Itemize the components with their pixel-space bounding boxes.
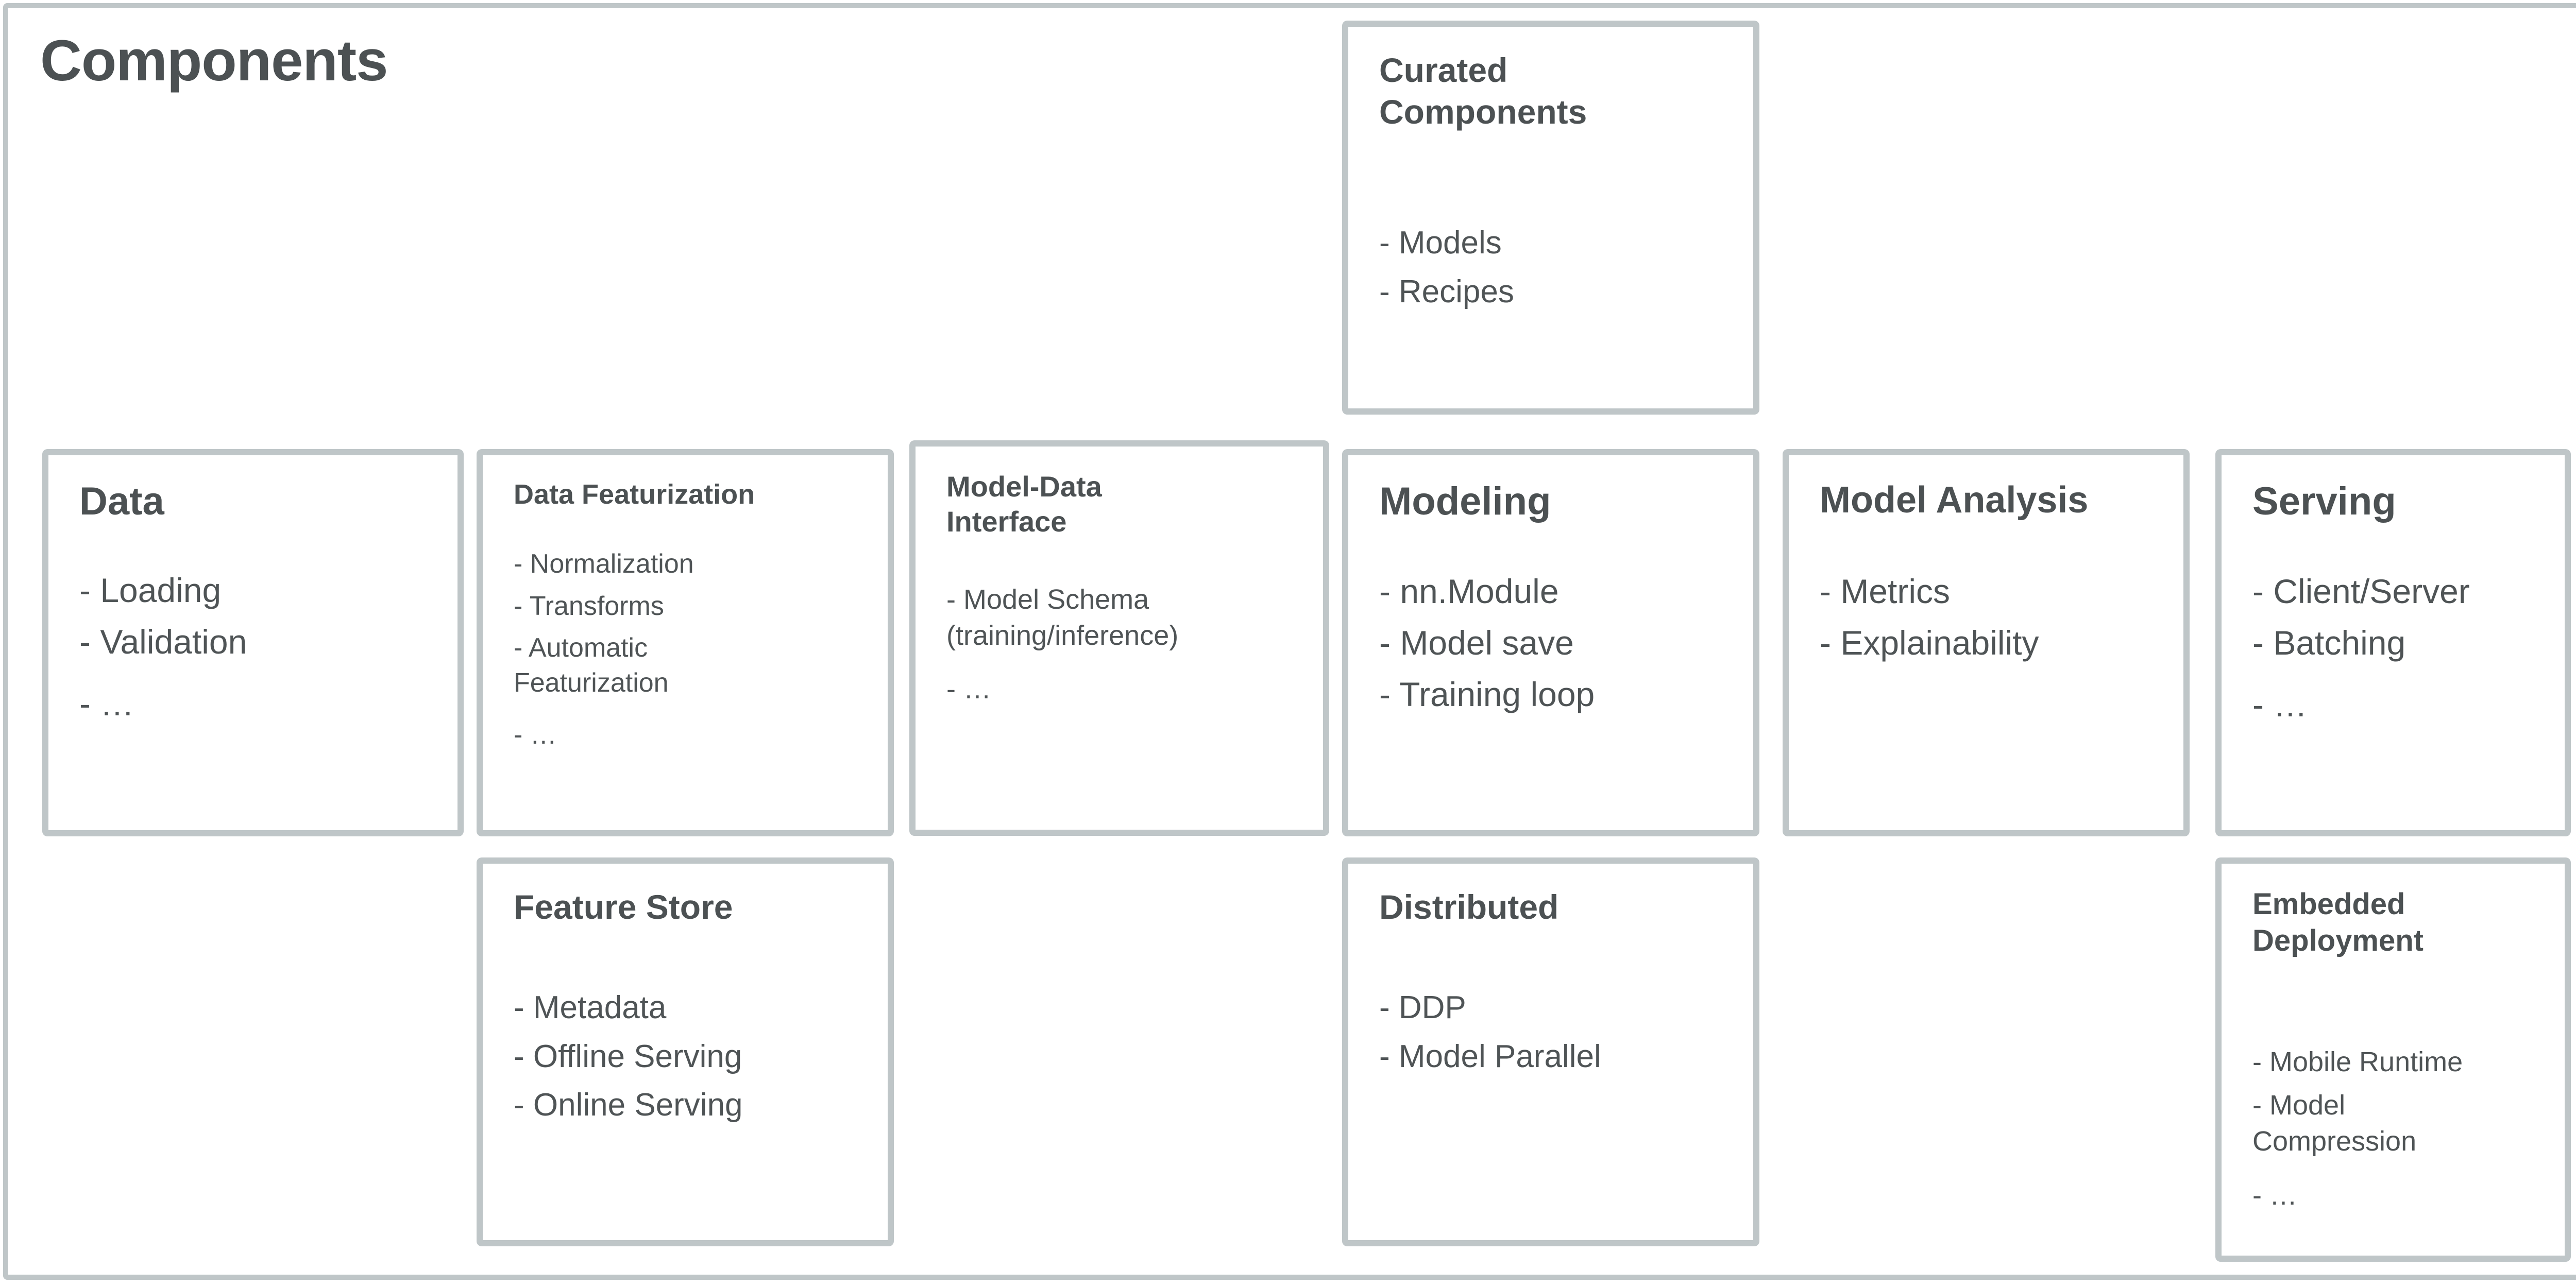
card-modeling[interactable]: Modeling - nn.Module - Model save - Trai… (1342, 449, 1759, 836)
card-title-distributed: Distributed (1379, 888, 1559, 926)
card-title-serving: Serving (2252, 479, 2396, 523)
card-embedded-deployment[interactable]: Embedded Deployment - Mobile Runtime - M… (2215, 857, 2571, 1262)
list-item: - Automatic Featurization (514, 633, 669, 698)
list-item: - Model save (1379, 623, 1574, 662)
card-list-data: - Loading - Validation - … (79, 569, 447, 726)
card-title-data: Data (79, 479, 164, 523)
card-title-curated-components: Curated Components (1379, 51, 1587, 131)
card-model-analysis[interactable]: Model Analysis - Metrics - Explainabilit… (1783, 449, 2190, 836)
card-data[interactable]: Data - Loading - Validation - … (42, 449, 464, 836)
list-item: - Mobile Runtime (2252, 1046, 2463, 1077)
list-item: - Normalization (514, 549, 694, 579)
card-list-data-featurization: - Normalization - Transforms - Automatic… (514, 547, 877, 753)
card-list-serving: - Client/Server - Batching - … (2252, 570, 2554, 727)
card-data-featurization[interactable]: Data Featurization - Normalization - Tra… (477, 449, 894, 836)
list-item: - Model Parallel (1379, 1038, 1601, 1074)
list-item: - … (946, 674, 991, 705)
list-item: - … (2252, 1179, 2297, 1211)
card-list-feature-store: - Metadata - Offline Serving - Online Se… (514, 987, 877, 1126)
card-feature-store[interactable]: Feature Store - Metadata - Offline Servi… (477, 857, 894, 1246)
card-title-model-data-interface: Model-Data Interface (946, 470, 1102, 538)
card-list-embedded-deployment: - Mobile Runtime - Model Compression - … (2252, 1044, 2554, 1213)
list-item: - Validation (79, 622, 247, 661)
card-title-data-featurization: Data Featurization (514, 479, 755, 510)
card-list-model-analysis: - Metrics - Explainability (1820, 570, 2173, 665)
card-title-modeling: Modeling (1379, 479, 1551, 523)
list-item: - Model Schema (training/inference) (946, 584, 1179, 651)
card-list-distributed: - DDP - Model Parallel (1379, 987, 1743, 1077)
list-item: - DDP (1379, 990, 1466, 1025)
list-item: - … (79, 684, 134, 723)
card-list-curated-components: - Models - Recipes (1379, 222, 1743, 313)
card-title-feature-store: Feature Store (514, 888, 733, 926)
list-item: - Training loop (1379, 675, 1595, 713)
list-item: - nn.Module (1379, 572, 1559, 610)
list-item: - Loading (79, 571, 222, 609)
list-item: - Recipes (1379, 273, 1514, 310)
list-item: - … (514, 720, 557, 750)
card-curated-components[interactable]: Curated Components - Models - Recipes (1342, 21, 1759, 415)
card-distributed[interactable]: Distributed - DDP - Model Parallel (1342, 857, 1759, 1246)
list-item: - Online Serving (514, 1087, 743, 1123)
card-title-embedded-deployment: Embedded Deployment (2252, 887, 2424, 957)
list-item: - Client/Server (2252, 572, 2470, 610)
card-serving[interactable]: Serving - Client/Server - Batching - … (2215, 449, 2571, 836)
card-title-model-analysis: Model Analysis (1820, 479, 2089, 521)
card-model-data-interface[interactable]: Model-Data Interface - Model Schema (tra… (909, 440, 1329, 836)
list-item: - Offline Serving (514, 1038, 742, 1074)
list-item: - Explainability (1820, 623, 2039, 662)
page-title: Components (40, 28, 388, 93)
list-item: - Metrics (1820, 572, 1950, 610)
card-list-modeling: - nn.Module - Model save - Training loop (1379, 570, 1743, 716)
list-item: - Batching (2252, 623, 2406, 662)
card-list-model-data-interface: - Model Schema (training/inference) - … (946, 581, 1313, 708)
list-item: - … (2252, 685, 2308, 724)
list-item: - Metadata (514, 990, 667, 1025)
list-item: - Models (1379, 225, 1502, 261)
list-item: - Transforms (514, 591, 664, 621)
list-item: - Model Compression (2252, 1090, 2417, 1157)
